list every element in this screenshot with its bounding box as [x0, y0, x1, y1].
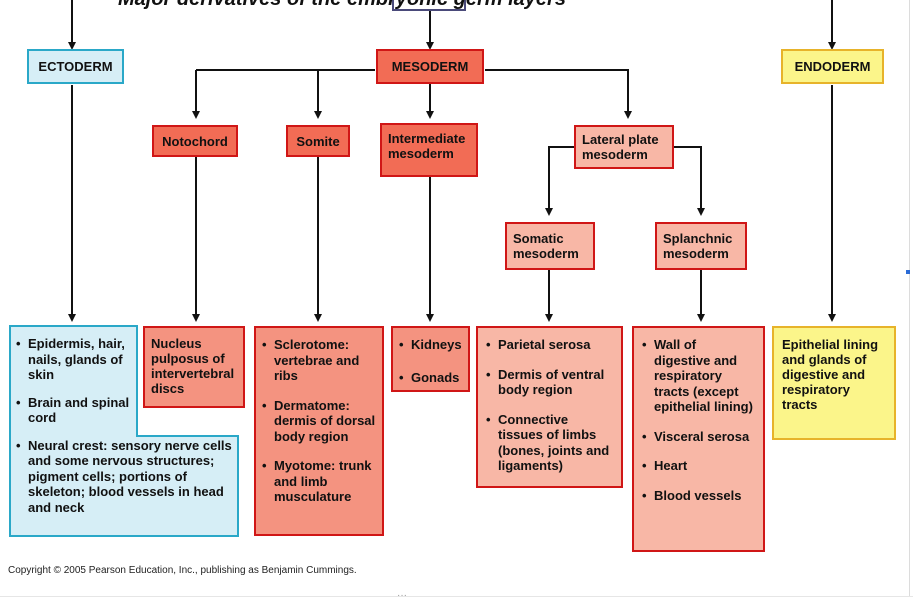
diagram-title: Major derivatives of the embryonic germ …	[118, 0, 566, 11]
splanchnic-derivative-item: Wall of digestive and respiratory tracts…	[642, 337, 755, 415]
somatic-derivative-item: Parietal serosa	[486, 337, 613, 353]
somite-derivative-item: Myotome: trunk and limb musculature	[262, 458, 376, 505]
notochord-derivatives: Nucleus pulposus of intervertebral discs	[143, 326, 245, 408]
more-indicator-icon: ···	[397, 590, 407, 601]
notochord-box: Notochord	[152, 125, 238, 157]
splanchnic-derivative-item: Visceral serosa	[642, 429, 755, 445]
splanchnic-derivative-item: Heart	[642, 458, 755, 474]
ectoderm-derivative-item: Epidermis, hair, nails, glands of skin	[16, 336, 136, 383]
ectoderm-derivative-item: Neural crest: sensory nerve cells and so…	[16, 438, 238, 516]
intermediate-mesoderm-box: Intermediate mesoderm	[380, 123, 478, 177]
intermediate-derivative-item: Gonads	[399, 370, 462, 386]
ectoderm-derivative-item: Brain and spinal cord	[16, 395, 136, 426]
copyright-notice: Copyright © 2005 Pearson Education, Inc.…	[8, 565, 357, 576]
arrow-to-splanchnic	[674, 146, 705, 216]
splanchnic-derivatives: Wall of digestive and respiratory tracts…	[632, 326, 765, 552]
endoderm-box: ENDODERM	[781, 49, 884, 84]
somatic-mesoderm-box: Somatic mesoderm	[505, 222, 595, 270]
splanchnic-derivative-item: Blood vessels	[642, 488, 755, 504]
ectoderm-derivatives: Epidermis, hair, nails, glands of skin B…	[16, 336, 234, 515]
bottom-divider	[0, 596, 913, 597]
ectoderm-box: ECTODERM	[27, 49, 124, 84]
somatic-derivatives: Parietal serosa Dermis of ventral body r…	[476, 326, 623, 488]
mesoderm-box: MESODERM	[376, 49, 484, 84]
somatic-derivative-item: Connective tissues of limbs (bones, join…	[486, 412, 613, 474]
endoderm-derivatives: Epithelial lining and glands of digestiv…	[772, 326, 896, 440]
intermediate-derivatives: Kidneys Gonads	[391, 326, 470, 392]
somatic-derivative-item: Dermis of ventral body region	[486, 367, 613, 398]
title-highlight-box	[392, 0, 466, 11]
right-divider	[909, 0, 910, 596]
splanchnic-mesoderm-box: Splanchnic mesoderm	[655, 222, 747, 270]
arrow-to-lateral-plate	[485, 69, 632, 119]
scroll-marker-icon[interactable]	[906, 270, 910, 274]
lateral-plate-mesoderm-box: Lateral plate mesoderm	[574, 125, 674, 169]
somite-derivative-item: Dermatome: dermis of dorsal body region	[262, 398, 376, 445]
somite-derivatives: Sclerotome: vertebrae and ribs Dermatome…	[254, 326, 384, 536]
intermediate-derivative-item: Kidneys	[399, 337, 462, 353]
arrow-to-somatic	[545, 146, 574, 216]
somite-box: Somite	[286, 125, 350, 157]
somite-derivative-item: Sclerotome: vertebrae and ribs	[262, 337, 376, 384]
